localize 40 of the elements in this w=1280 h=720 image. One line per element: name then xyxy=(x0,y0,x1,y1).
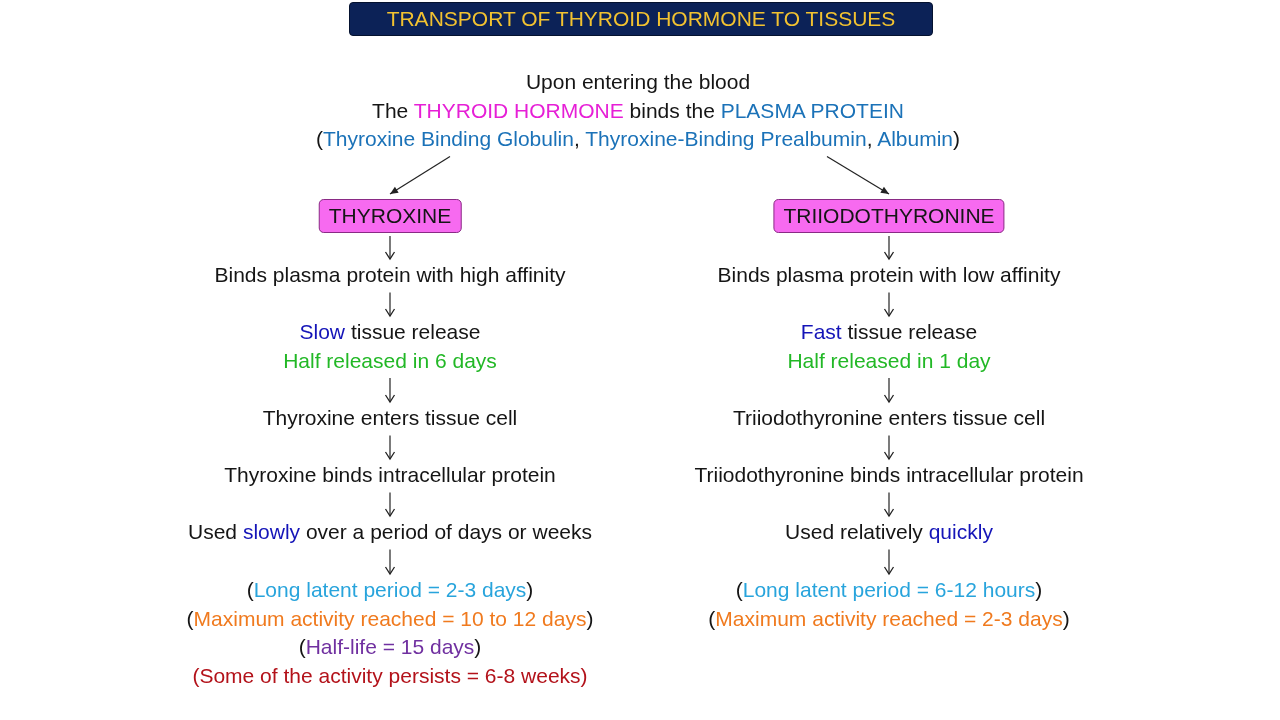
flow-text: Thyroxine binds intracellular protein xyxy=(224,462,556,488)
arrow xyxy=(384,491,396,517)
hormone-box xyxy=(318,199,462,233)
flow-text: Used slowly over a period of days or weeks xyxy=(188,519,592,545)
intro-text: (Thyroxine Binding Globulin, Thyroxine-Binding Prealbumin, Albumin) xyxy=(315,126,961,152)
flow-text: Triiodothyronine binds intracellular protein xyxy=(694,462,1084,488)
arrow xyxy=(384,235,396,260)
note-text: (Long latent period = 2-3 days) xyxy=(245,577,535,603)
flow-text: Binds plasma protein with low affinity xyxy=(717,262,1061,288)
arrow xyxy=(883,548,895,575)
flow-text: Slow tissue release xyxy=(298,319,482,345)
arrow xyxy=(389,155,451,195)
flow-text: Half released in 6 days xyxy=(283,347,497,374)
flow-text: Triiodothyronine enters tissue cell xyxy=(732,405,1046,431)
hormone-box xyxy=(773,199,1005,233)
intro-text: Upon entering the blood xyxy=(524,69,752,95)
note-text: (Some of the activity persists = 6-8 weeks) xyxy=(191,662,589,689)
arrow xyxy=(883,291,895,317)
box-label: THYROXINE xyxy=(328,203,452,229)
flow-text: Thyroxine enters tissue cell xyxy=(262,405,518,431)
title-banner: TRANSPORT OF THYROID HORMONE TO TISSUES xyxy=(349,2,933,36)
arrow xyxy=(384,434,396,460)
flow-text: Used relatively quickly xyxy=(785,519,993,545)
arrow xyxy=(384,548,396,575)
note-text: (Half-life = 15 days) xyxy=(297,634,483,660)
note-text: (Long latent period = 6-12 hours) xyxy=(734,577,1044,603)
arrow xyxy=(883,434,895,460)
arrow xyxy=(883,491,895,517)
arrow xyxy=(384,291,396,317)
note-text: (Maximum activity reached = 10 to 12 days) xyxy=(186,605,594,632)
flow-text: Binds plasma protein with high affinity xyxy=(214,262,566,288)
note-text: (Maximum activity reached = 2-3 days) xyxy=(708,605,1070,632)
arrow xyxy=(826,155,890,195)
arrow xyxy=(883,235,895,260)
flow-text: Fast tissue release xyxy=(799,319,979,345)
intro-text: The THYROID HORMONE binds the PLASMA PROTEIN xyxy=(371,97,905,124)
arrow xyxy=(883,377,895,403)
flow-text: Half released in 1 day xyxy=(787,347,991,374)
box-label: TRIIODOTHYRONINE xyxy=(783,203,995,229)
arrow xyxy=(384,377,396,403)
